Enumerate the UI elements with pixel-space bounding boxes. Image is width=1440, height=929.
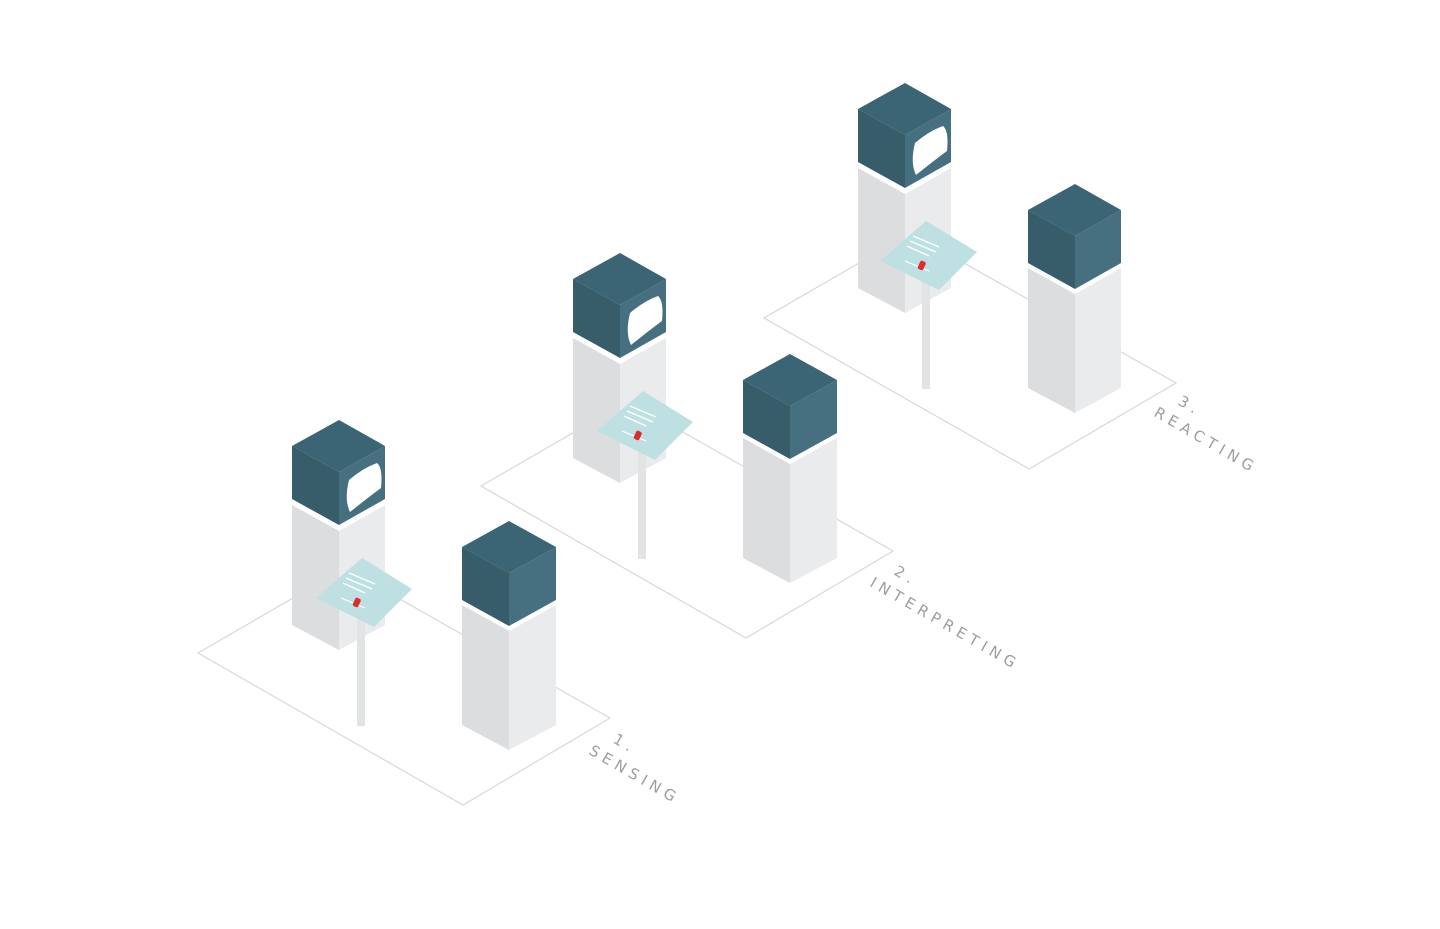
plinth-left-face (292, 505, 339, 650)
lectern (597, 391, 693, 559)
monitor-screen (912, 126, 948, 175)
monitor-left (292, 446, 339, 525)
lectern-text-line (906, 245, 930, 257)
plinth-right-face (1075, 268, 1121, 413)
monitor (292, 420, 385, 525)
cube-right (509, 547, 556, 626)
red-button (917, 260, 926, 271)
plinth-left-face (1028, 268, 1075, 413)
lectern-text-line (912, 235, 940, 248)
lectern-text-line (626, 410, 654, 423)
lectern-text-line (348, 572, 376, 585)
plinth-right-face (790, 438, 837, 583)
output-plinth (462, 521, 556, 750)
stage-interpreting: 2. INTERPRETING (479, 253, 1023, 674)
lectern-slider (904, 260, 930, 272)
cube-left (1028, 210, 1075, 289)
lectern-stand (638, 441, 646, 559)
monitor-left (858, 109, 905, 188)
cube-right (1075, 210, 1121, 289)
monitor-screen (627, 296, 663, 345)
output-plinth (1028, 184, 1121, 413)
lectern (880, 221, 977, 389)
lectern-text-line (345, 577, 373, 590)
stage-label: 3. REACTING (1151, 392, 1261, 478)
monitor-left (573, 279, 620, 358)
plinth-left-face (858, 168, 905, 313)
stage-label: 2. INTERPRETING (867, 562, 1023, 674)
lectern-slider (621, 430, 647, 442)
plinth-right-face (509, 605, 556, 750)
plinth-left-face (462, 605, 509, 750)
monitor-top (292, 420, 385, 472)
cube-left (462, 547, 509, 626)
stage-name: INTERPRETING (867, 573, 1023, 674)
stage-label: 1. SENSING (586, 730, 683, 808)
lectern (316, 558, 412, 726)
red-button (352, 597, 361, 608)
lectern-text-line (909, 240, 937, 253)
plinth-left-face (743, 438, 790, 583)
monitor-screen (346, 463, 382, 512)
stage-name: REACTING (1151, 403, 1261, 477)
lectern-text-line (342, 582, 366, 594)
lectern-text-line (629, 405, 657, 418)
cube-right (790, 380, 837, 459)
lectern-text-line (623, 415, 647, 427)
monitor-top (573, 253, 666, 305)
monitor-top (858, 83, 951, 135)
stage-reacting: 3. REACTING (762, 83, 1261, 478)
lectern-stand (922, 271, 930, 389)
lectern-slider (340, 597, 366, 609)
plinth-left-face (573, 338, 620, 483)
cube-left (743, 380, 790, 459)
monitor (573, 253, 666, 358)
output-plinth (743, 354, 837, 583)
red-button (633, 430, 642, 441)
stage-name: SENSING (586, 741, 683, 808)
cube-top (1028, 184, 1121, 236)
monitor (858, 83, 951, 188)
lectern-stand (357, 608, 365, 726)
